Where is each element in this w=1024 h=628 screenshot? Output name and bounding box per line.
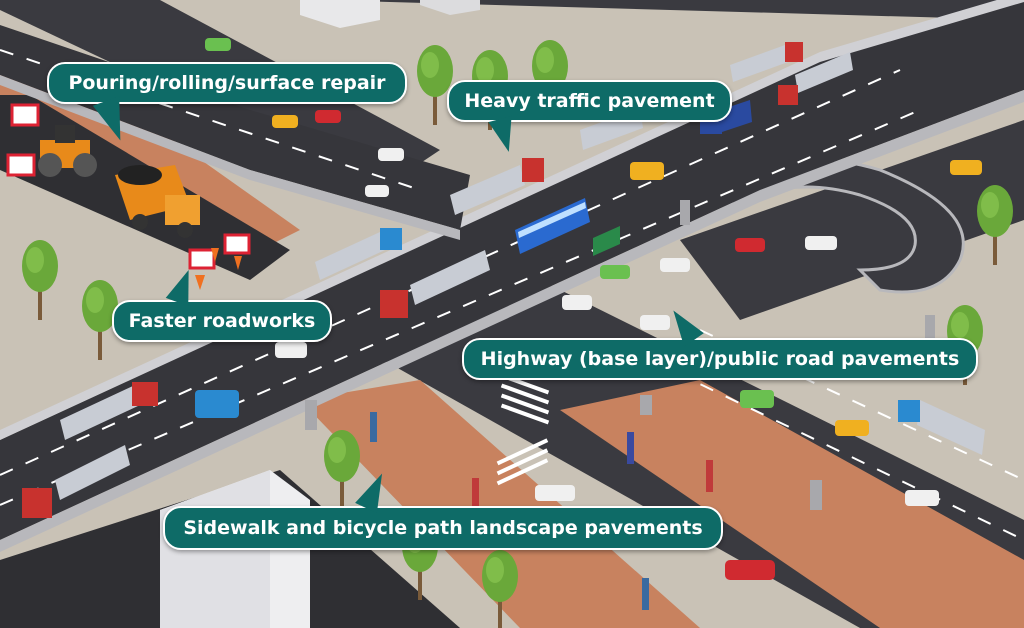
callout-heavy-text: Heavy traffic pavement (464, 89, 715, 112)
car-icon (272, 115, 298, 128)
truck-icon (22, 445, 130, 518)
car-icon (725, 560, 775, 580)
callout-heavy: Heavy traffic pavement (447, 80, 732, 122)
traffic-cone-icon (195, 248, 242, 290)
callout-sidewalk: Sidewalk and bicycle path landscape pave… (163, 506, 723, 550)
car-icon (640, 315, 670, 330)
car-icon (205, 38, 231, 51)
car-icon (905, 490, 939, 506)
car-icon (835, 420, 869, 436)
car-icon (535, 485, 575, 501)
pedestrian-icon (706, 460, 713, 492)
right-road (680, 120, 1024, 320)
bike-path-right (560, 380, 1024, 628)
road-roller-icon (38, 125, 97, 177)
callout-sidewalk-text: Sidewalk and bicycle path landscape pave… (183, 516, 703, 539)
overpass-deck (0, 0, 1024, 540)
car-icon (600, 265, 630, 279)
pedestrian-icon (370, 412, 377, 442)
truck-icon (315, 228, 402, 280)
callout-highway-text: Highway (base layer)/public road pavemen… (480, 347, 960, 370)
truck-icon (778, 52, 853, 105)
barrier-icon (6, 103, 251, 270)
car-icon (195, 390, 239, 418)
callout-faster: Faster roadworks (112, 300, 332, 342)
car-icon (630, 162, 664, 180)
truck-icon (730, 42, 803, 82)
car-icon (735, 238, 765, 252)
callout-pouring-text: Pouring/rolling/surface repair (68, 71, 386, 94)
car-icon (562, 295, 592, 310)
overpass-pillars (305, 200, 935, 510)
overpass-cross-side (0, 75, 460, 240)
car-icon (315, 110, 341, 123)
callout-pouring: Pouring/rolling/surface repair (47, 62, 407, 104)
truck-icon (898, 400, 985, 455)
bike-path-lower (300, 380, 700, 628)
truck-icon (450, 158, 544, 215)
pedestrian-icon (627, 432, 634, 464)
car-icon (378, 148, 404, 161)
car-icon (805, 236, 837, 250)
truck-icon (380, 250, 490, 318)
background-road (0, 0, 1024, 20)
pedestrian-icon (642, 578, 649, 610)
road-sign-icon (593, 226, 620, 256)
car-icon (275, 342, 307, 358)
pedestrian-icon (472, 478, 479, 506)
building-top (300, 0, 480, 28)
callout-highway: Highway (base layer)/public road pavemen… (462, 338, 978, 380)
callout-faster-text: Faster roadworks (128, 309, 316, 332)
car-icon (740, 390, 774, 408)
dump-truck-icon (115, 165, 200, 238)
truck-icon (60, 382, 158, 440)
overpass-side-lower (0, 90, 1024, 552)
car-icon (365, 185, 389, 197)
car-icon (950, 160, 982, 175)
car-icon (660, 258, 690, 272)
bus-icon (515, 198, 590, 254)
